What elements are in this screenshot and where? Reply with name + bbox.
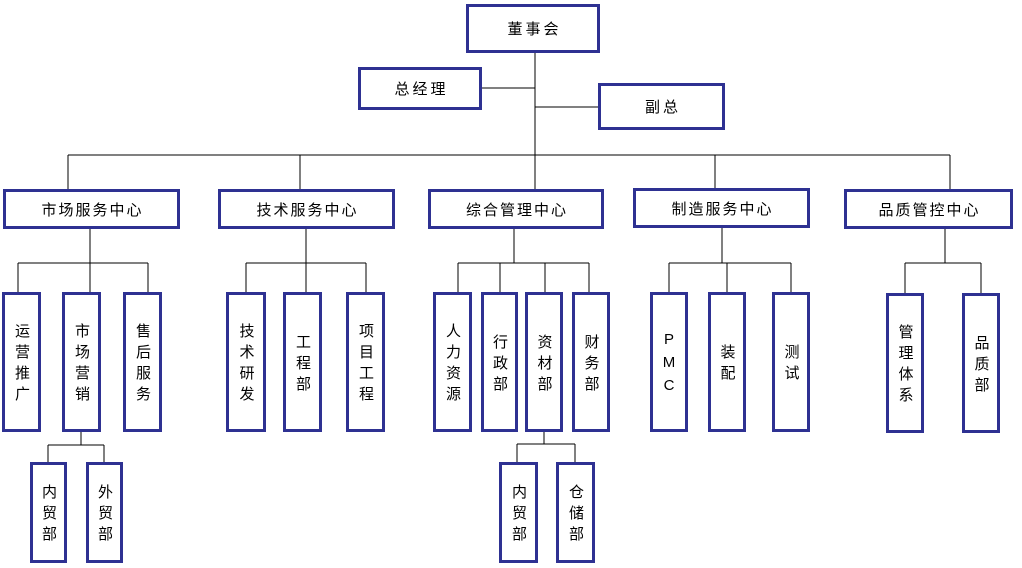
department-node: 人力资源 [433,292,472,432]
org-node-label: 人力资源 [444,323,461,407]
department-node: 财务部 [572,292,610,432]
center-node-manufacturing-service: 制造服务中心 [633,188,810,228]
department-node: 工程部 [283,292,322,432]
sub-department-node: 外贸部 [86,462,123,563]
connectors-admin-center [457,229,590,462]
department-node: 资材部 [525,292,563,432]
department-node: 运营推广 [2,292,41,432]
org-node-label: 市场服务中心 [41,201,144,219]
org-node-label: 总经理 [394,81,449,98]
org-node-board: 董事会 [466,4,600,53]
org-node-label: 工程部 [294,333,311,397]
org-node-label: 项目工程 [357,323,374,407]
org-node-label: 品质部 [972,334,990,398]
department-node: 市场营销 [62,292,101,432]
org-node-label: 综合管理中心 [465,201,568,219]
department-node: 行政部 [481,292,518,432]
org-node-label: 内贸部 [40,484,57,547]
sub-department-node: 内贸部 [499,462,538,563]
department-node: 管理体系 [886,293,924,433]
org-node-label: 财务部 [582,333,600,397]
center-node-quality-control: 品质管控中心 [844,189,1013,229]
department-node: 技术研发 [226,292,266,432]
department-node: 品质部 [962,293,1000,433]
sub-department-node: 内贸部 [30,462,67,563]
connectors-manufacturing-center [668,228,792,292]
org-node-label: 外贸部 [96,484,113,547]
org-node-label: 运营推广 [13,323,30,407]
connectors-top-level [67,53,951,189]
org-node-label: 测试 [782,344,800,386]
org-node-label: 副总 [644,99,681,116]
center-node-market-service: 市场服务中心 [3,189,180,229]
org-node-label: 装配 [718,344,736,386]
department-node: 测试 [772,292,810,432]
org-node-label: 制造服务中心 [671,200,774,218]
org-node-label: 行政部 [491,333,508,397]
org-node-label: 市场营销 [73,323,90,407]
department-node: PMC [650,292,688,432]
department-node: 项目工程 [346,292,385,432]
sub-department-node: 仓储部 [556,462,595,563]
department-node: 装配 [708,292,746,432]
org-node-label: 董事会 [507,21,562,38]
center-node-comprehensive-management: 综合管理中心 [428,189,604,229]
connectors-tech-center [245,229,367,292]
center-node-technical-service: 技术服务中心 [218,189,395,229]
org-node-label: 售后服务 [134,323,151,407]
connectors-market-center [17,229,149,462]
org-node-label: 管理体系 [896,324,914,408]
org-node-general-manager: 总经理 [358,67,482,110]
connectors-quality-center [904,229,982,293]
org-node-deputy-general-manager: 副总 [598,83,725,130]
org-node-label: 仓储部 [567,484,584,547]
org-node-label: 内贸部 [510,484,527,547]
org-node-label: 品质管控中心 [878,201,981,219]
org-node-label: 资材部 [535,333,553,397]
org-node-label: 技术服务中心 [256,201,359,219]
org-node-label: PMC [660,330,678,400]
department-node: 售后服务 [123,292,162,432]
org-node-label: 技术研发 [237,323,255,407]
